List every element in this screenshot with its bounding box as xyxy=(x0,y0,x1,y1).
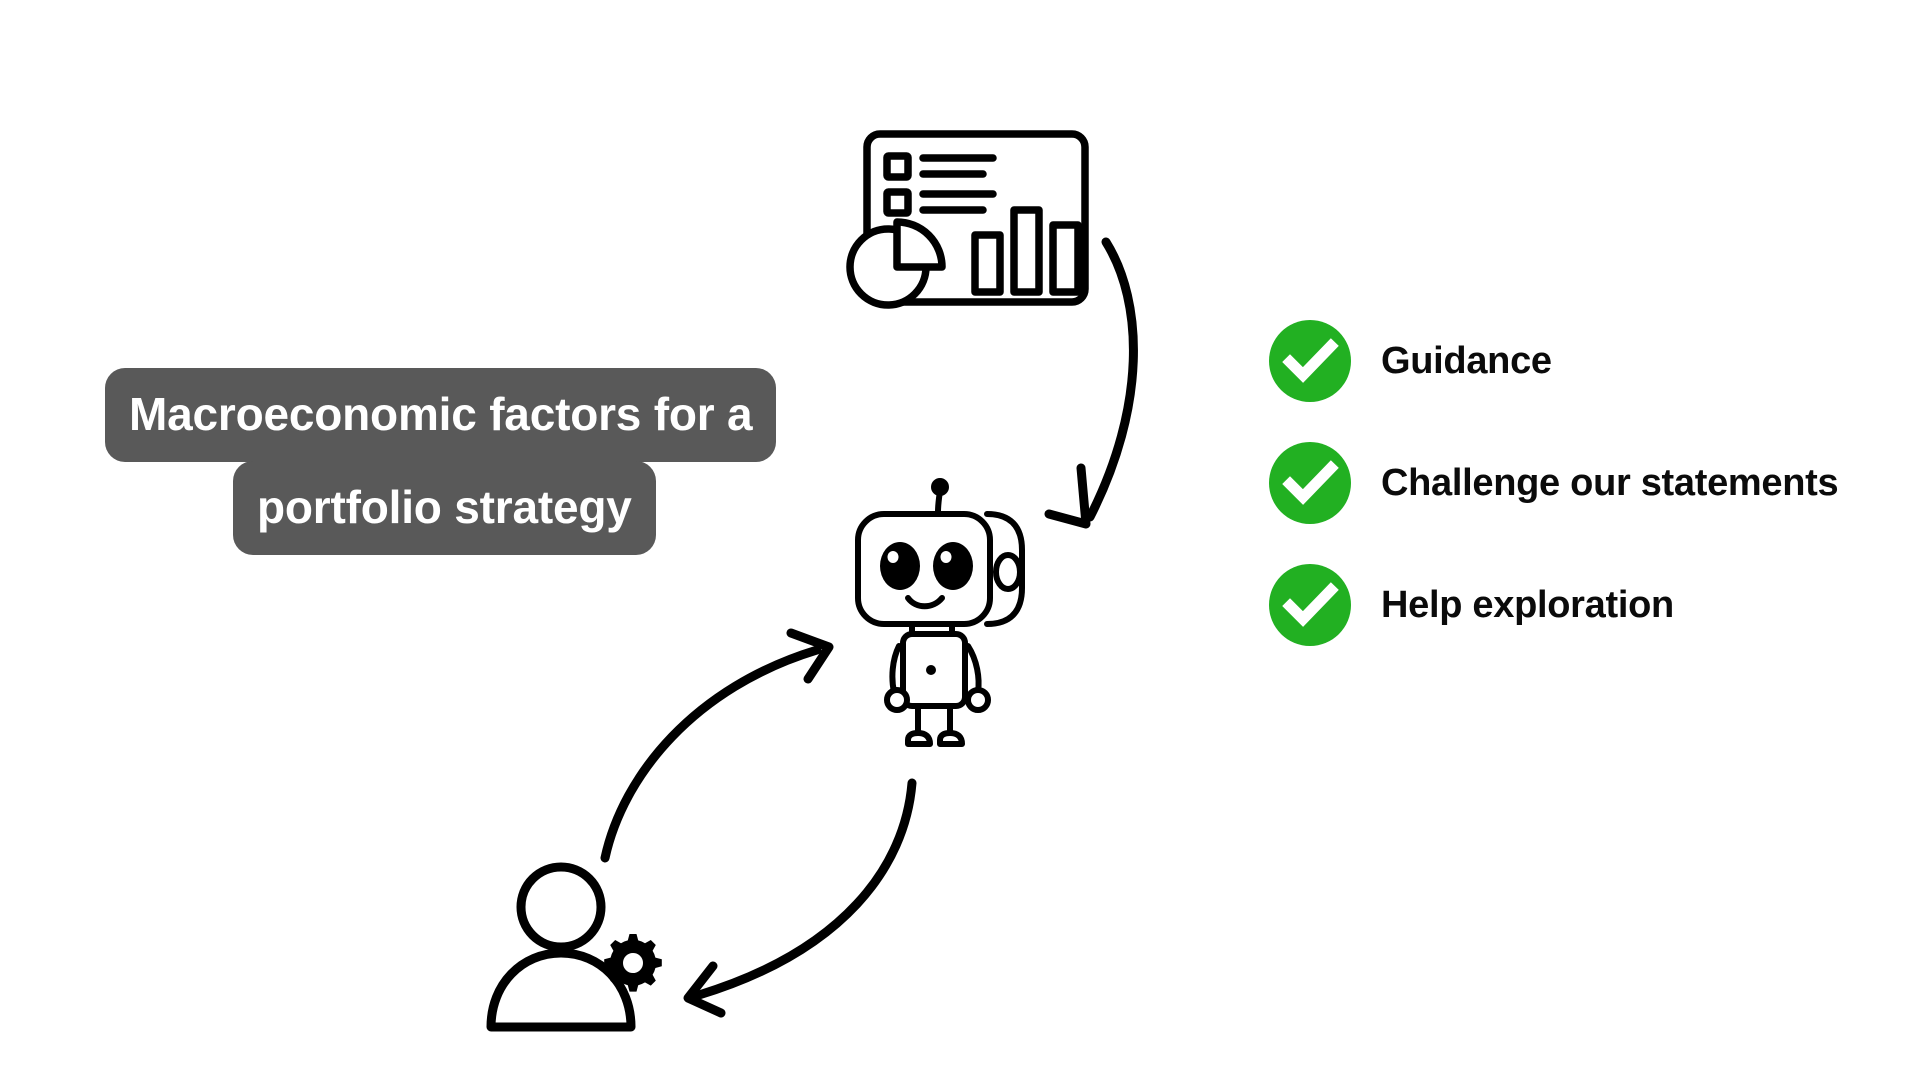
checklist-label-challenge: Challenge our statements xyxy=(1381,462,1839,504)
robot-assistant-icon xyxy=(850,478,1050,773)
checklist-label-exploration: Help exploration xyxy=(1381,584,1674,626)
check-circle-icon xyxy=(1268,441,1352,525)
arrow-person-to-robot xyxy=(575,615,905,915)
bubble-line-2-text: portfolio strategy xyxy=(233,461,656,555)
dashboard-report-icon xyxy=(845,125,1095,320)
macroeconomic-prompt-bubble: Macroeconomic factors for a portfolio st… xyxy=(105,368,835,555)
check-circle-icon xyxy=(1268,563,1352,647)
checklist-item-challenge[interactable]: Challenge our statements xyxy=(1268,422,1908,544)
bubble-line-1: Macroeconomic factors for a xyxy=(105,368,777,462)
checklist-item-guidance[interactable]: Guidance xyxy=(1268,300,1908,422)
arrow-robot-to-person xyxy=(655,755,965,1045)
checklist-label-guidance: Guidance xyxy=(1381,340,1552,382)
bubble-line-2: portfolio strategy xyxy=(233,461,656,555)
checklist-item-exploration[interactable]: Help exploration xyxy=(1268,544,1908,666)
bubble-line-1-text: Macroeconomic factors for a xyxy=(105,368,777,462)
arrow-dashboard-to-robot xyxy=(1040,225,1230,575)
check-circle-icon xyxy=(1268,319,1352,403)
benefits-checklist: Guidance Challenge our statements Help e… xyxy=(1268,300,1908,666)
person-with-gear-icon xyxy=(470,855,670,1040)
